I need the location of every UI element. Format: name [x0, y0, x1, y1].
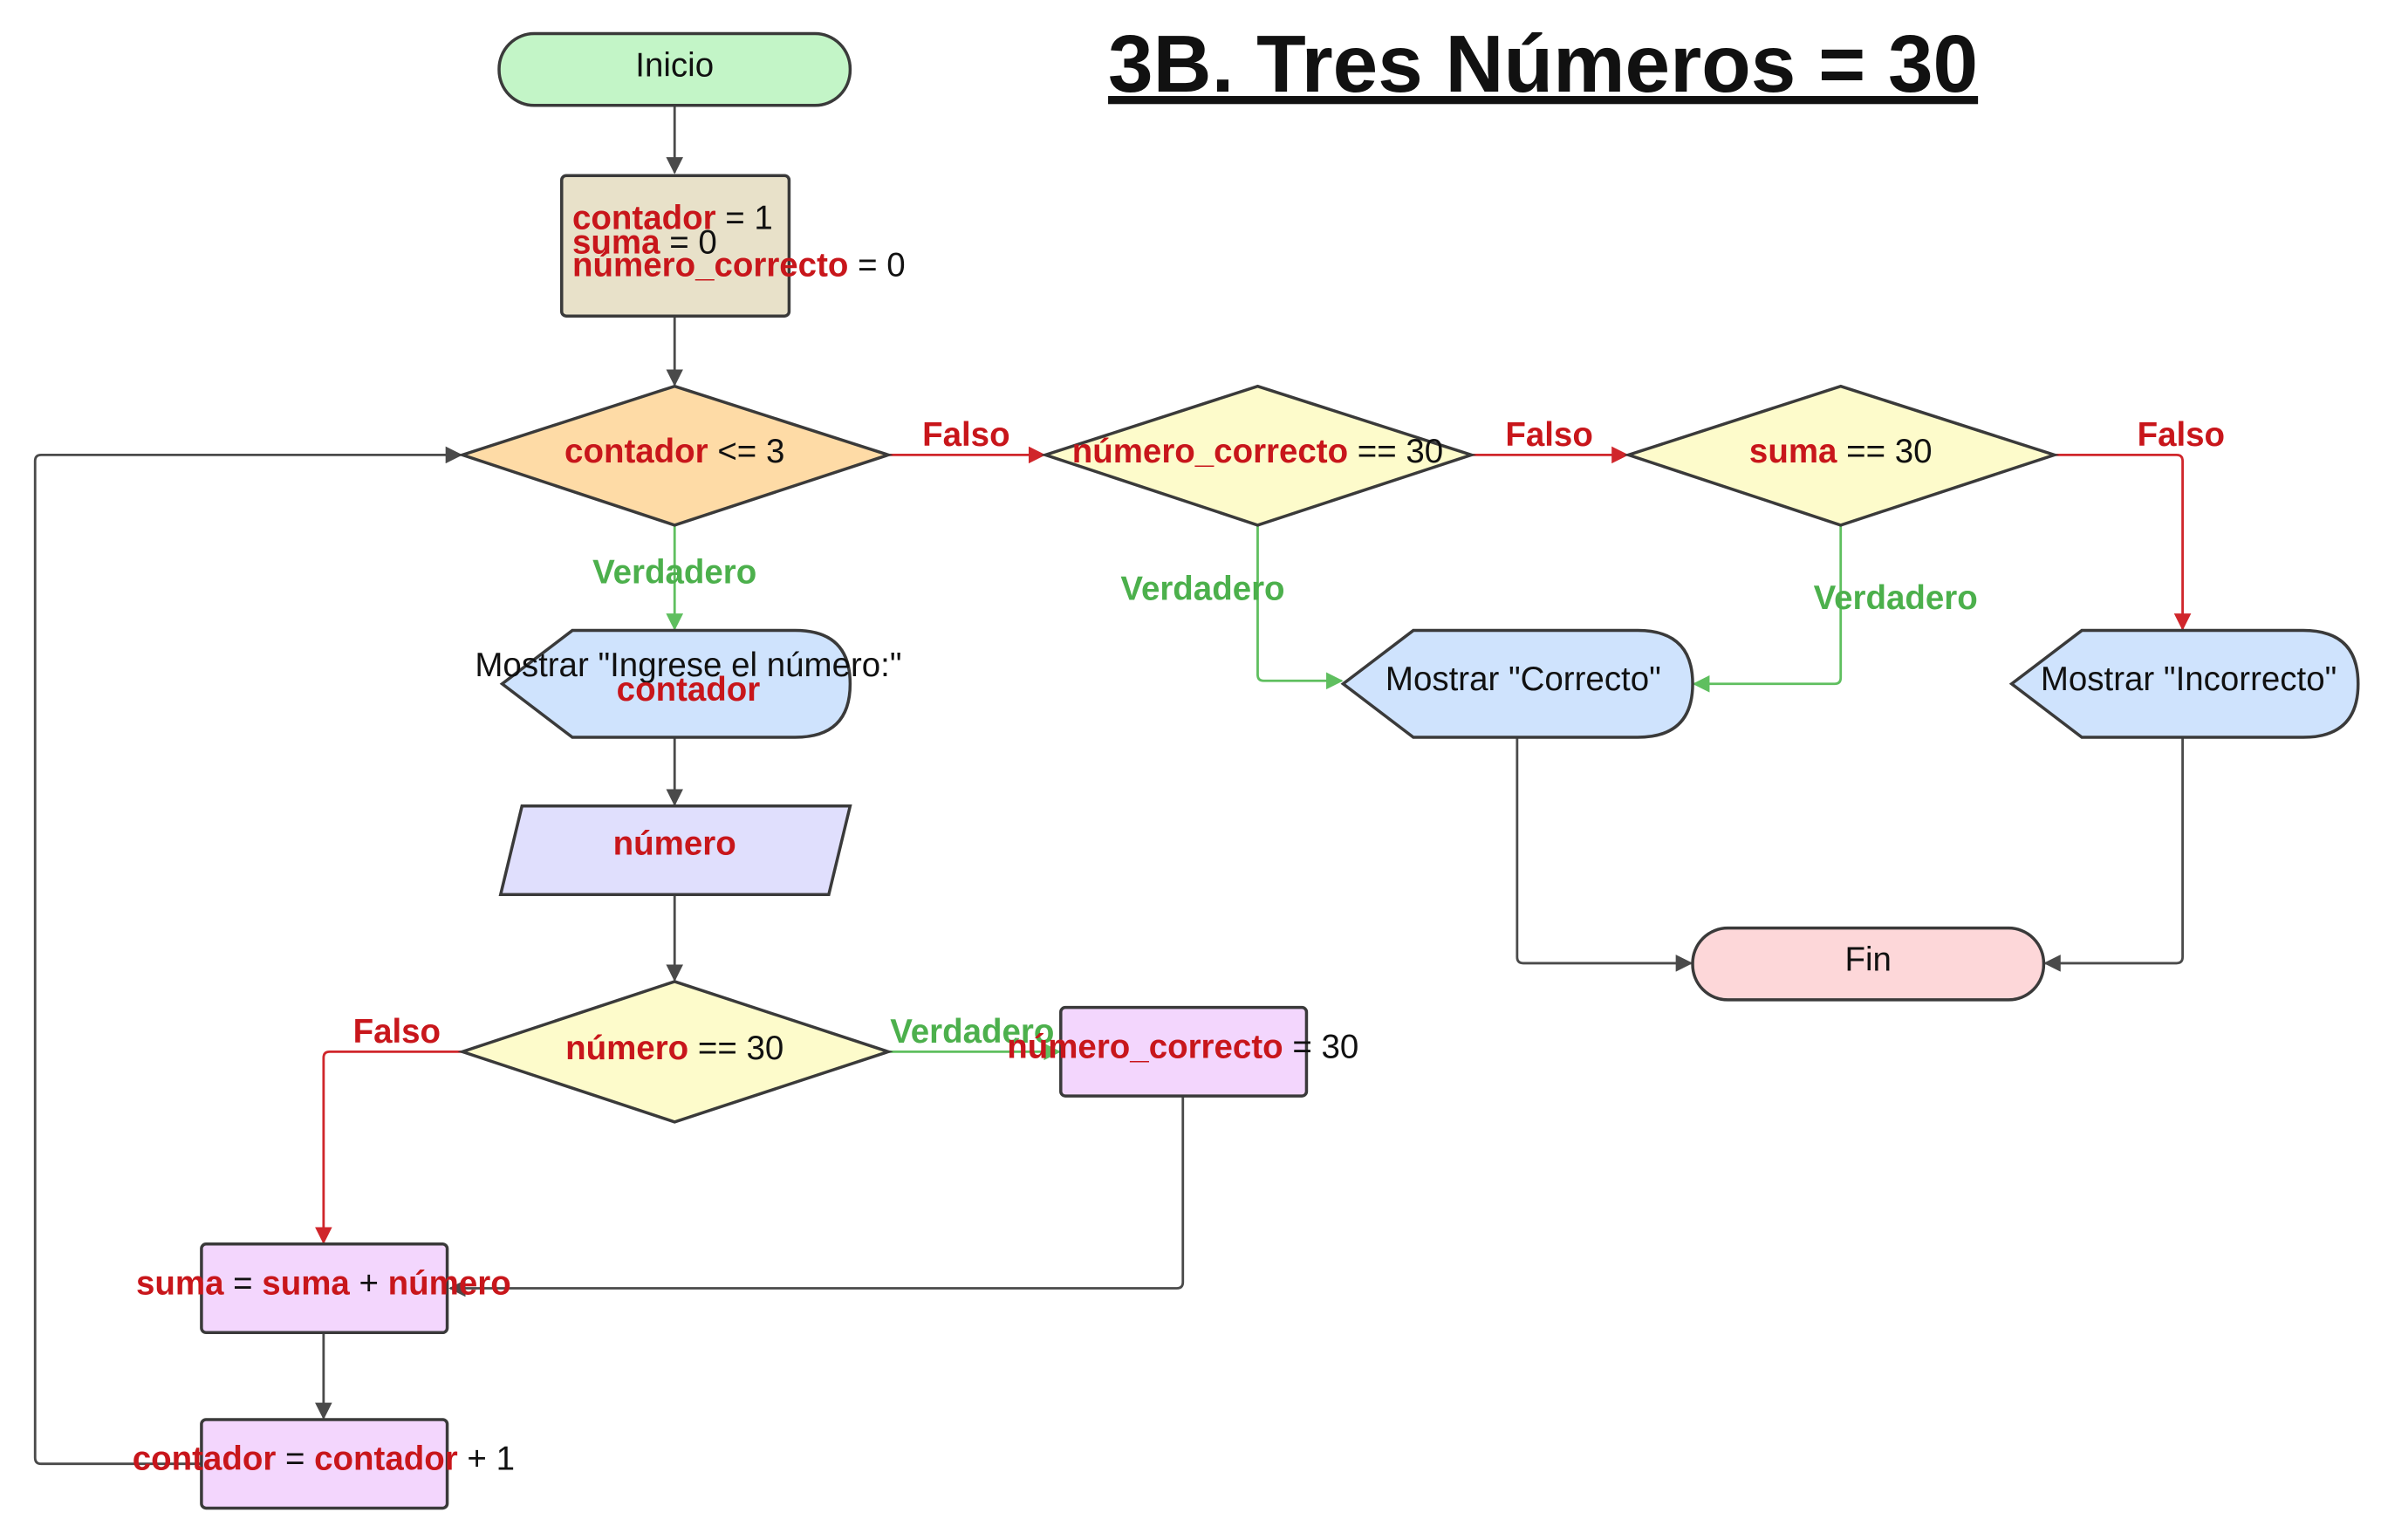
terminal-end-shape: [1691, 926, 2046, 1002]
node-show-ingrese: Mostrar "Ingrese el número:" contador: [475, 628, 902, 739]
cond-numero-text: número == 30: [565, 1030, 783, 1067]
set-contador-shape: [200, 1418, 449, 1510]
label-loop-false: Falso: [922, 416, 1009, 454]
label-numero-false: Falso: [353, 1013, 441, 1051]
node-cond-correcto: número_correcto == 30: [1040, 384, 1477, 527]
node-set-contador: contador = contador + 1: [133, 1418, 515, 1510]
edge-correcto-true: [1256, 524, 1344, 690]
inicio-text: Inicio: [635, 47, 714, 85]
set-contador-text: contador = contador + 1: [133, 1441, 515, 1478]
node-cond-suma: suma == 30: [1623, 384, 2060, 527]
node-init: contador = 1 suma = 0 número_correcto = …: [560, 174, 906, 318]
node-cond-numero: número == 30: [457, 980, 893, 1124]
fin-text: Fin: [1844, 941, 1891, 979]
edge-suma-true: [1692, 524, 1843, 693]
display-ingrese-shape: [499, 628, 852, 739]
show-incorrecto-text: Mostrar "Incorrecto": [2041, 660, 2337, 698]
edges: [33, 105, 2192, 1466]
edge-labels: Verdadero Falso Falso Falso Verdadero Ve…: [353, 416, 2225, 1051]
input-shape: [498, 804, 852, 896]
label-correcto-true: Verdadero: [1120, 571, 1284, 608]
label-correcto-false: Falso: [1505, 416, 1592, 454]
show-ingrese-line-1: Mostrar "Ingrese el número:": [475, 647, 901, 684]
edge-suma-false: [2054, 453, 2192, 631]
set-suma-shape: [200, 1242, 449, 1335]
decision-suma-shape: [1623, 384, 2060, 527]
init-line-2: suma = 0: [572, 223, 717, 261]
node-show-correcto: Mostrar "Correcto": [1340, 628, 1694, 739]
display-correcto-shape: [1340, 628, 1694, 739]
label-suma-true: Verdadero: [1814, 579, 1978, 617]
decision-numero-shape: [457, 980, 893, 1124]
cond-suma-text: suma == 30: [1749, 433, 1933, 470]
set-correcto-shape: [1059, 1005, 1309, 1098]
decision-correcto-shape: [1040, 384, 1477, 527]
node-inicio: Inicio: [497, 31, 852, 107]
init-line-3: número_correcto = 0: [572, 247, 906, 284]
edge-incorrecto-fin: [2043, 737, 2184, 972]
label-suma-false: Falso: [2138, 416, 2225, 454]
set-correcto-text: número_correcto = 30: [1007, 1028, 1358, 1065]
diagram-title: 3B. Tres Números = 30: [1108, 18, 1978, 109]
label-numero-true: Verdadero: [890, 1013, 1054, 1051]
edge-numero-false: [315, 1050, 463, 1245]
set-suma-text: suma = suma + número: [136, 1265, 511, 1303]
node-fin: Fin: [1691, 926, 2046, 1002]
init-process-shape: [560, 174, 791, 318]
show-correcto-text: Mostrar "Correcto": [1385, 660, 1661, 698]
decision-loop-shape: [457, 384, 893, 527]
edge-correcto-suma: [448, 1096, 1185, 1297]
node-show-incorrecto: Mostrar "Incorrecto": [2008, 628, 2360, 739]
input-numero-text: número: [613, 825, 736, 863]
cond-correcto-text: número_correcto == 30: [1072, 433, 1444, 470]
init-line-1: contador = 1: [572, 199, 773, 236]
node-input-numero: número: [498, 804, 852, 896]
show-ingrese-line-2: contador: [617, 671, 761, 708]
edge-correcto-fin: [1515, 737, 1693, 972]
edge-loopback: [33, 446, 463, 1466]
node-cond-loop: contador <= 3: [457, 384, 893, 527]
terminal-start-shape: [497, 31, 852, 107]
display-incorrecto-shape: [2008, 628, 2360, 739]
node-set-suma: suma = suma + número: [136, 1242, 511, 1335]
label-loop-true: Verdadero: [592, 553, 756, 591]
node-set-correcto: número_correcto = 30: [1007, 1005, 1358, 1098]
cond-loop-text: contador <= 3: [564, 433, 784, 470]
